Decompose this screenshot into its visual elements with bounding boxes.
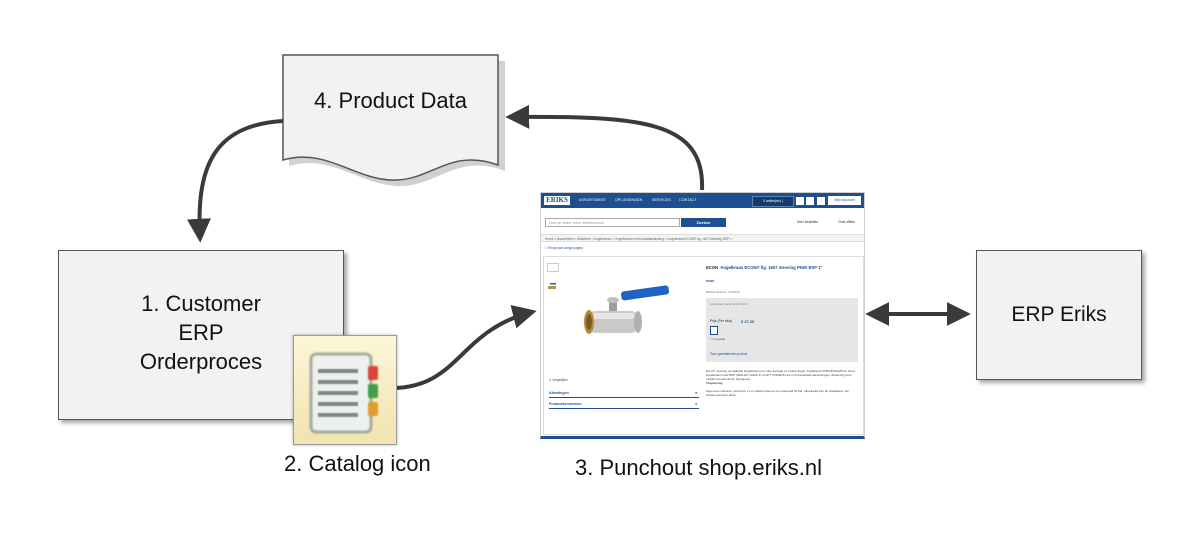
compare-icon: ⚲	[549, 378, 553, 382]
cart-add-icon[interactable]	[710, 326, 718, 335]
globe-icon[interactable]	[816, 196, 826, 206]
compare-checkbox[interactable]: ☐ Vergelijk	[710, 337, 725, 341]
article-number: ERIKS artikelnr. 1249016	[706, 290, 740, 294]
arrow-shop-to-product-data	[505, 104, 705, 191]
shop-navbar: ERIKS ASSORTIMENT OPLOSSINGEN SERVICES C…	[541, 193, 864, 208]
accordion-productkenmerken-label: Productkenmerken	[549, 402, 582, 406]
erp-eriks-label: ERP Eriks	[1011, 303, 1107, 326]
arrow-product-data-to-customer	[186, 119, 284, 243]
nav-contact[interactable]: CONTACT	[679, 198, 697, 202]
product-brand-prefix: ECON	[706, 265, 719, 270]
catalog-icon-label: 2. Catalog icon	[284, 451, 431, 476]
erp-eriks-box: ERP Eriks	[976, 250, 1142, 380]
related-product-link[interactable]: Toon gerelateerde product	[710, 352, 748, 356]
compare-link[interactable]: ⚲ Vergelijken	[549, 378, 568, 382]
arrow-catalog-to-shop	[395, 305, 537, 390]
accordion-afmetingen[interactable]: Afmetingen ▾	[549, 389, 699, 398]
product-data-document	[282, 54, 499, 181]
back-link[interactable]: < Terug naar vorige pagina	[545, 246, 583, 250]
breadcrumb: Home > Assortiment > Afsluiters > Kogelk…	[541, 234, 864, 242]
chevron-down-icon: ▾	[695, 402, 697, 406]
product-description: Econ® messing vernikkelde kogelkraan met…	[706, 369, 856, 397]
price-box	[706, 298, 858, 362]
thumbnail-1[interactable]	[547, 263, 559, 272]
chat-link[interactable]: Chat offline	[838, 220, 856, 224]
econ-logo: econ	[706, 279, 715, 283]
compare-link-text: Vergelijken	[552, 378, 568, 382]
toepassing-text: Algemene industrie, perslucht, cv en wat…	[706, 389, 849, 397]
product-title-text: Kogelkraan ECON® fig. 1607 messing PN50 …	[720, 265, 823, 270]
eriks-shop-screenshot: ERIKS ASSORTIMENT OPLOSSINGEN SERVICES C…	[540, 192, 865, 439]
quick-order-link[interactable]: Snel bestellen	[797, 220, 819, 224]
cart-button[interactable]: 0 artikel(en) |	[752, 196, 794, 207]
product-data-label: 4. Product Data	[314, 88, 467, 113]
accordion-productkenmerken[interactable]: Productkenmerken ▾	[549, 400, 699, 409]
nav-services[interactable]: SERVICES	[652, 198, 671, 202]
account-button[interactable]: Mijn account	[828, 196, 861, 205]
list-icon[interactable]	[805, 196, 815, 206]
search-input[interactable]: Zoek op artikel, merk, artikelnummer	[545, 218, 680, 227]
search-button[interactable]: Zoeken	[681, 218, 726, 227]
eriks-logo: ERIKS	[544, 196, 570, 205]
description-text: Econ® messing vernikkelde kogelkraan met…	[706, 369, 856, 381]
product-title: ECON Kogelkraan ECON® fig. 1607 messing …	[706, 265, 822, 270]
chevron-down-icon: ▾	[695, 391, 697, 395]
catalog-icon	[293, 335, 397, 445]
ball-valve-image	[584, 285, 670, 334]
customer-erp-line-1: 1. Customer	[141, 290, 261, 316]
punchout-label: 3. Punchout shop.eriks.nl	[575, 455, 823, 480]
customer-erp-line-3: Orderproces	[139, 348, 263, 374]
nav-assortiment[interactable]: ASSORTIMENT	[579, 198, 606, 202]
customer-erp-line-2: ERP	[178, 319, 224, 345]
cart-icon[interactable]	[795, 196, 805, 206]
accordion-afmetingen-label: Afmetingen	[549, 391, 569, 395]
price-value: € 27,20	[741, 319, 755, 324]
nav-oplossingen[interactable]: OPLOSSINGEN	[615, 198, 643, 202]
price-label: Prijs (Per stuk)	[710, 319, 733, 323]
toepassing-label: Toepassing	[706, 381, 723, 385]
delivery-text: Leverbaar vanaf 11-07-2017	[710, 302, 748, 306]
thumbnail-valve-icon[interactable]	[547, 282, 557, 290]
